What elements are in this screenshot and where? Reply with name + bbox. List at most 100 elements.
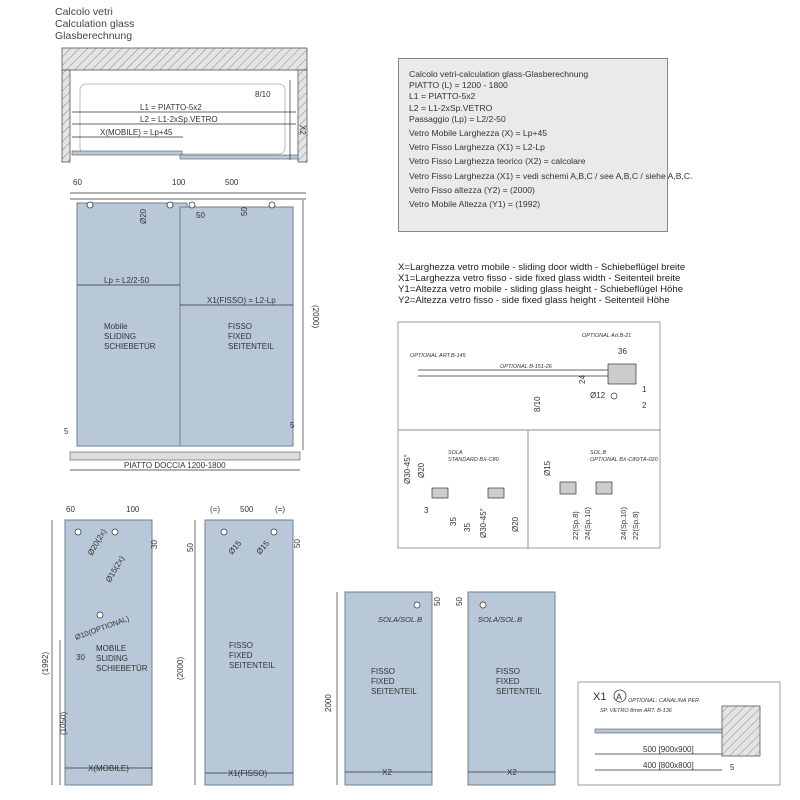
title-en: Calculation glass: [55, 18, 135, 30]
shower-tray: [69, 451, 301, 461]
detail-right-frame: [527, 429, 661, 549]
solb-optional: OPTIONAL BX-C80/TA-020: [590, 457, 659, 463]
sola-standard: STANDARD BX-C80: [448, 457, 500, 463]
calc-line: Vetro Mobile Altezza (Y1) = (1992): [409, 199, 541, 210]
dim-24: 24: [578, 375, 587, 384]
fisso-label: SEITENTEIL: [229, 661, 275, 670]
opt-b136: SP. VETRO 8mm ART. B-136: [600, 708, 673, 714]
dim-d12: Ø12: [590, 391, 606, 400]
mobile-label: SLIDING: [96, 654, 128, 663]
xmobile-label: X(MOBILE) = Lp+45: [100, 128, 173, 137]
dim-24-sp10: 24(Sp.10): [583, 507, 592, 540]
title-de: Glasberechnung: [55, 30, 133, 42]
sola-solb-label: SOLA/SOL.B: [478, 615, 522, 624]
panel-fisso-3: 50 SOLA/SOL.B FISSO FIXED SEITENTEIL X2: [455, 591, 556, 786]
solb-bracket: [595, 481, 613, 495]
dim-1: 1: [642, 385, 647, 394]
calc-line: PIATTO (L) = 1200 - 1800: [409, 80, 508, 91]
x1-label: X1(FISSO): [228, 769, 267, 778]
bracket: [607, 363, 637, 385]
detail-top: OPTIONAL ART.B-145 OPTIONAL B-151-26 OPT…: [397, 321, 661, 431]
page-titles: Calcolo vetri Calculation glass Glasbere…: [55, 6, 134, 42]
fixed-glass-panel: [204, 519, 294, 786]
solb-label: SOL.B: [590, 450, 607, 456]
tray-outline: [79, 83, 286, 155]
panel-fisso-1: (=) 500 (=) 50 Ø15 Ø15 50 (2000) FISSO F…: [176, 505, 302, 786]
x2-label: X2: [507, 768, 517, 777]
fisso-label: FIXED: [371, 677, 395, 686]
detail-x1-frame: [577, 681, 781, 786]
mobile-label: SCHIEBETÜR: [96, 664, 148, 673]
fisso-label: FIXED: [228, 332, 252, 341]
opt-b151: OPTIONAL B-151-26: [500, 364, 553, 370]
title-it: Calcolo vetri: [55, 6, 113, 18]
legend-line: Y1=Altezza vetro mobile - sliding glass …: [398, 284, 684, 295]
roller-hole: [166, 201, 174, 209]
x2-label: X2: [298, 125, 307, 135]
dim-d30-45: Ø30-45°: [403, 454, 412, 484]
dim-22-sp8: 22(Sp.8): [571, 511, 580, 540]
fisso-label: SEITENTEIL: [228, 342, 274, 351]
hole-optional: [96, 611, 104, 619]
sola-bracket: [431, 487, 449, 499]
dim-d20: Ø20: [139, 208, 148, 224]
dim-35: 35: [449, 517, 458, 526]
fixing-hole: [188, 201, 196, 209]
top-plan-view: 8/10 L1 = PIATTO-5x2 L2 = L1-2xSp.VETRO …: [61, 47, 308, 163]
dim-2: 2: [642, 401, 647, 410]
x-mobile-label: X(MOBILE): [88, 764, 129, 773]
dim-d30-45: Ø30-45°: [479, 508, 488, 538]
solb-bracket: [559, 481, 577, 495]
dim-50: 50: [293, 539, 302, 548]
calculation-box: Calcolo vetri-calculation glass-Glasbere…: [398, 58, 692, 232]
dim-d20: Ø20: [511, 516, 520, 532]
dim-5-left: 5: [64, 427, 69, 436]
sola-label: SOLA: [448, 450, 463, 456]
panel-mobile: 60 100 Ø20(2x) Ø15(2x) 30 Ø10(OPTIONAL) …: [41, 505, 159, 786]
fisso-label: FIXED: [496, 677, 520, 686]
opt-b145: OPTIONAL ART.B-145: [410, 353, 467, 359]
hole: [220, 528, 228, 536]
dim-24-sp10: 24(Sp.10): [619, 507, 628, 540]
dim-60: 60: [66, 505, 75, 514]
left-wall: [61, 69, 71, 163]
panel-fisso-2: 50 SOLA/SOL.B 2000 FISSO FIXED SEITENTEI…: [324, 591, 442, 786]
right-wall: [297, 69, 308, 163]
y1-label: (1992): [41, 652, 50, 675]
fisso-label: SEITENTEIL: [371, 687, 417, 696]
dim-50: 50: [433, 597, 442, 606]
hole: [111, 528, 119, 536]
opt-b21: OPTIONAL Art.B-21: [582, 333, 631, 339]
height-label: (2000): [311, 305, 320, 328]
fisso-label: SEITENTEIL: [496, 687, 542, 696]
fisso-label: FIXED: [229, 651, 253, 660]
fisso-label: FISSO: [229, 641, 253, 650]
legend: X=Larghezza vetro mobile - sliding door …: [398, 262, 685, 306]
fisso-label: FISSO: [371, 667, 395, 676]
dim-60: 60: [73, 178, 82, 187]
calc-line: Passaggio (Lp) = L2/2-50: [409, 113, 506, 124]
dim-8-10: 8/10: [533, 396, 542, 412]
piatto-label: PIATTO DOCCIA 1200-1800: [124, 461, 226, 470]
sola-solb-label: SOLA/SOL.B: [378, 615, 422, 624]
hole: [74, 528, 82, 536]
dim-30: 30: [76, 653, 85, 662]
fixed-glass-panel: [467, 591, 556, 786]
dim-eq: (=): [275, 505, 285, 514]
callout-circle: [613, 689, 627, 703]
detail-solb: SOL.B OPTIONAL BX-C80/TA-020 Ø15 22(Sp.8…: [527, 429, 661, 549]
detail-x1: X1 A OPTIONAL: CANALINA PER SP. VETRO 8m…: [577, 681, 781, 786]
dim-5-right: 5: [290, 421, 295, 430]
screw: [610, 392, 618, 400]
x2-label: X2: [382, 768, 392, 777]
legend-line: X1=Larghezza vetro fisso - side fixed gl…: [398, 273, 681, 284]
dim-d20: Ø20: [417, 462, 426, 478]
fixing-hole: [268, 201, 276, 209]
dim-100: 100: [126, 505, 140, 514]
dim-500: 500: [240, 505, 254, 514]
dim-50: 50: [186, 543, 195, 552]
calc-line: L1 = PIATTO-5x2: [409, 91, 476, 102]
mobile-glass: [76, 202, 188, 447]
legend-line: X=Larghezza vetro mobile - sliding door …: [398, 262, 686, 273]
